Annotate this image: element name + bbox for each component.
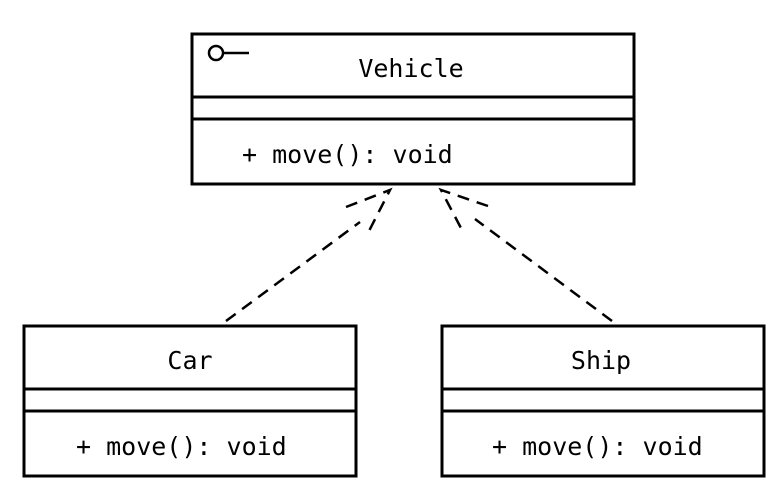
car-operation-move: + move(): void — [76, 432, 287, 461]
lollipop-interface-icon — [207, 44, 249, 62]
car-class-box[interactable]: Car + move(): void — [22, 324, 358, 478]
ship-realization-arrow — [438, 187, 613, 323]
vehicle-interface-box[interactable]: Vehicle + move(): void — [190, 32, 636, 186]
car-realization-arrow — [225, 187, 393, 323]
ship-class-box[interactable]: Ship + move(): void — [440, 324, 766, 478]
vehicle-operation-move: + move(): void — [242, 140, 453, 169]
ship-operation-move: + move(): void — [492, 432, 703, 461]
ship-class-name: Ship — [571, 346, 631, 375]
vehicle-interface-name: Vehicle — [358, 54, 463, 83]
car-class-name: Car — [167, 346, 212, 375]
